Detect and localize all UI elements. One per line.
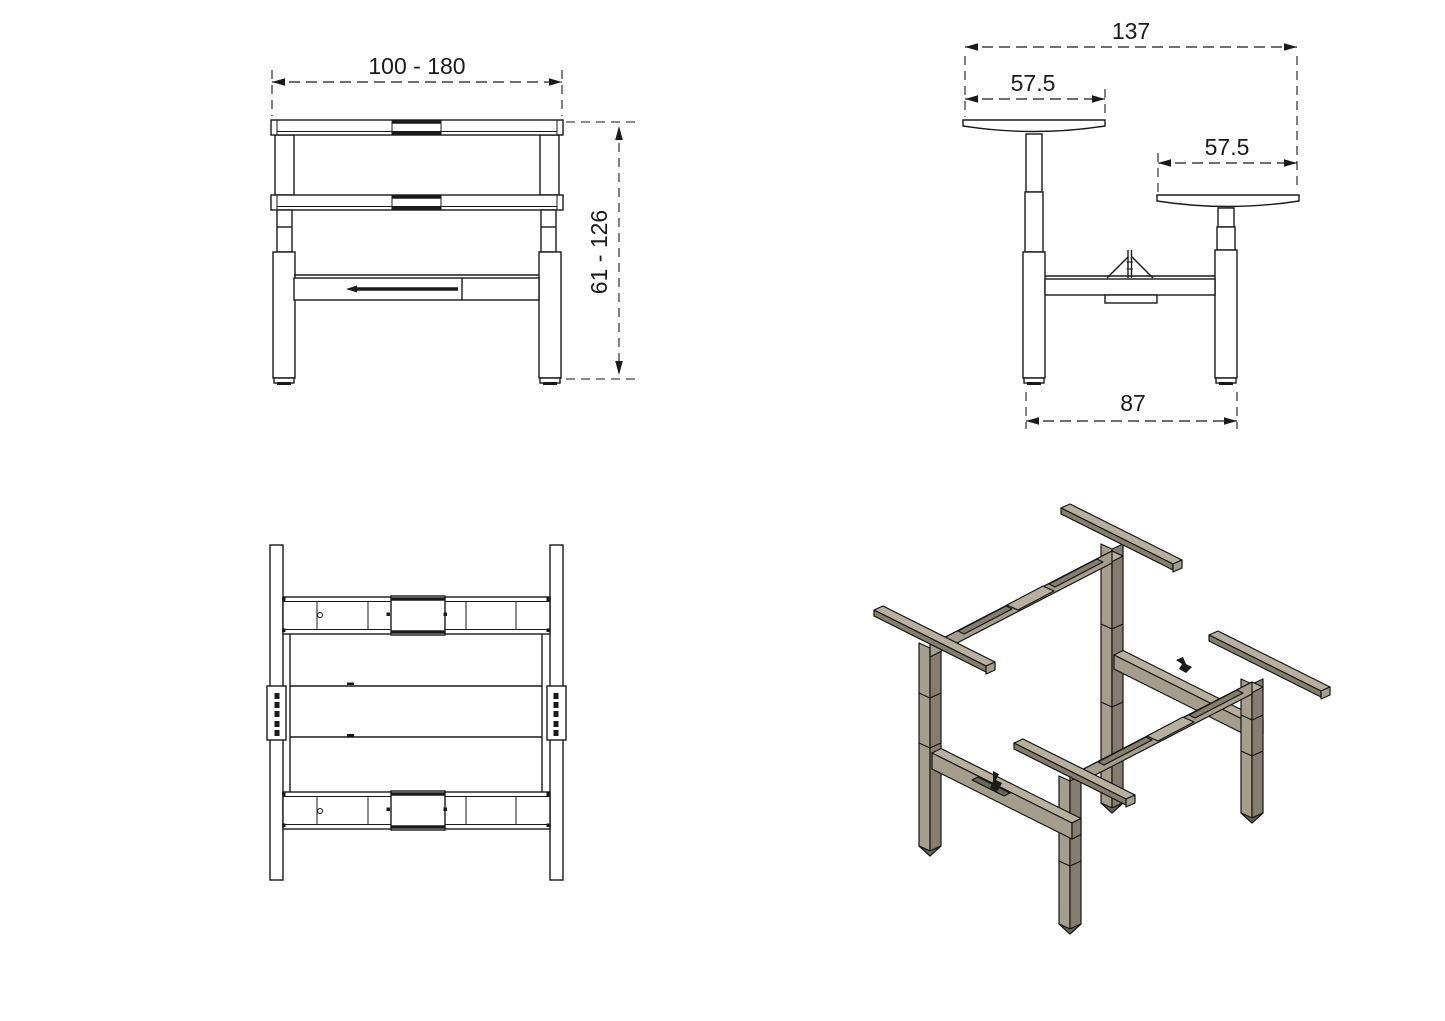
connector-slots <box>553 693 559 736</box>
screw-hole <box>317 808 323 814</box>
side-overall-width-dimension: 137 <box>964 18 1298 190</box>
front-leg-upper-left <box>274 134 295 196</box>
side-left-column <box>1022 133 1046 385</box>
front-top-beam <box>270 119 564 136</box>
mounting-plate <box>1104 294 1158 304</box>
front-height-dimension: 61 - 126 <box>566 121 641 380</box>
screw-hole <box>317 612 323 618</box>
front-second-beam <box>270 194 564 211</box>
arrowhead <box>615 361 623 375</box>
iso-wing-lower-front <box>1013 738 1136 808</box>
slider-arrow <box>346 285 357 293</box>
iso-wing-raised-back <box>1060 503 1183 573</box>
front-view: 100 - 180 61 - 126 <box>270 53 641 385</box>
front-crossbar <box>293 274 540 301</box>
side-overall-width-label: 137 <box>1112 18 1150 44</box>
arrowhead <box>1158 159 1171 167</box>
arrowhead <box>549 78 562 86</box>
beam-center-plate <box>1006 585 1055 611</box>
arrowhead <box>272 78 285 86</box>
plan-mid-frame <box>289 634 543 792</box>
beam-center-plate <box>1146 716 1195 742</box>
arrowhead <box>1224 417 1237 425</box>
foot-pad <box>1058 923 1082 935</box>
plan-bottom-beam <box>282 790 551 831</box>
side-left-top-label: 57.5 <box>1011 70 1056 96</box>
front-leg-lower-right <box>538 209 562 385</box>
side-left-top-dimension: 57.5 <box>965 70 1106 117</box>
iso-raised-beam <box>929 550 1124 658</box>
iso-column-raised-front <box>918 642 942 857</box>
front-leg-upper-right <box>539 134 560 196</box>
side-right-desktop-support <box>1156 194 1300 208</box>
foot-pad <box>918 845 942 857</box>
side-right-top-label: 57.5 <box>1205 134 1250 160</box>
arrowhead <box>615 126 623 140</box>
side-leg-span-dimension: 87 <box>1025 390 1238 429</box>
center-plate <box>390 595 446 636</box>
cable-clip <box>990 771 1002 792</box>
plan-right-foot-connector <box>546 685 567 741</box>
cable-clip <box>1176 657 1192 673</box>
plan-view <box>266 544 567 881</box>
arrowhead <box>965 43 978 51</box>
arrowhead <box>1026 417 1039 425</box>
arrowhead <box>1284 43 1297 51</box>
side-right-top-dimension: 57.5 <box>1157 134 1297 192</box>
arrowhead <box>1284 159 1297 167</box>
front-height-label: 61 - 126 <box>586 210 612 294</box>
iso-column-lower-front <box>1058 775 1082 935</box>
iso-column-lower-back <box>1240 678 1264 824</box>
side-crossbar <box>1044 275 1216 304</box>
arrowhead <box>965 95 978 103</box>
front-leg-lower-left <box>272 209 296 385</box>
side-view: 137 57.5 57.5 87 <box>962 18 1300 429</box>
plan-top-beam <box>282 595 551 636</box>
iso-wing-raised-front <box>873 605 996 675</box>
iso-column-raised-back <box>1100 543 1124 814</box>
side-gusset-bracket <box>1106 250 1154 279</box>
plan-left-foot-connector <box>266 685 287 741</box>
front-width-dimension: 100 - 180 <box>271 53 563 116</box>
front-width-label: 100 - 180 <box>368 53 465 79</box>
center-plate <box>390 790 446 831</box>
side-right-column <box>1214 207 1238 385</box>
iso-lower-beam <box>1069 681 1264 789</box>
side-left-desktop-support <box>962 119 1106 133</box>
arrowhead <box>1092 95 1105 103</box>
iso-crossbar-left <box>931 747 1082 840</box>
connector-slots <box>274 693 280 736</box>
isometric-view <box>873 503 1331 935</box>
foot-pad <box>1240 812 1264 824</box>
side-leg-span-label: 87 <box>1120 390 1146 416</box>
iso-wing-lower-back <box>1208 630 1331 700</box>
